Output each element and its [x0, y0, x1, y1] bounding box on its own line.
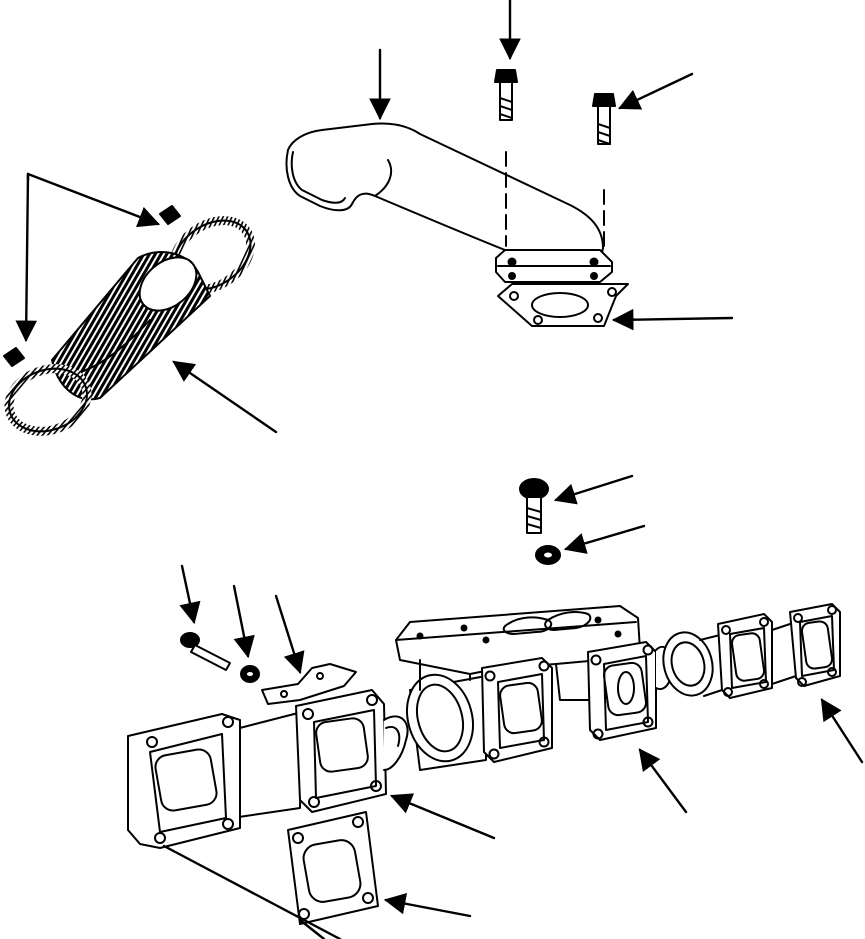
manifold-flange-4 — [588, 642, 656, 740]
leader-manifold-section — [390, 793, 494, 838]
leader-bracket-washer — [234, 586, 255, 659]
manifold-gasket — [288, 812, 378, 924]
manifold-locknut — [536, 546, 560, 564]
leader-manifold-capscrew — [553, 476, 632, 505]
bracket-capscrew — [181, 633, 230, 670]
leader-bracket-capscrew — [179, 566, 201, 625]
elbow-bolt-left — [495, 70, 517, 120]
manifold-flange-6 — [790, 604, 840, 686]
manifold-flange-3 — [482, 658, 552, 762]
manifold-capscrew — [520, 479, 548, 533]
elbow-gasket — [498, 284, 628, 326]
leader-manifold-flange-3 — [638, 748, 686, 812]
exhaust-elbow — [287, 123, 613, 282]
leader-manifold-gasket — [383, 893, 470, 916]
leader-manifold-locknut — [563, 526, 644, 554]
leader-heat-shield-bracket — [276, 596, 305, 675]
hose-clamp-lower — [0, 348, 96, 442]
leader-flex-connector — [172, 360, 276, 432]
leader-clamp-upper — [28, 174, 161, 228]
leader-clamp-lower — [15, 174, 38, 343]
manifold-flange-2 — [296, 690, 386, 812]
flex-connector — [52, 247, 210, 400]
heat-shield-bracket — [262, 664, 356, 704]
leader-gasket-dowel — [300, 920, 324, 939]
manifold-flange-5 — [718, 614, 772, 698]
leader-elbow-gasket — [611, 308, 732, 331]
leader-flange-dowels — [164, 846, 340, 939]
elbow-bolt-right — [593, 94, 615, 144]
callout-arrows — [15, 0, 862, 939]
bracket-washer — [241, 666, 259, 682]
exhaust-manifold — [128, 604, 840, 848]
leader-elbow-bolt-right — [618, 74, 692, 110]
manifold-flange-1 — [128, 714, 240, 848]
leader-manifold-end — [822, 698, 862, 762]
